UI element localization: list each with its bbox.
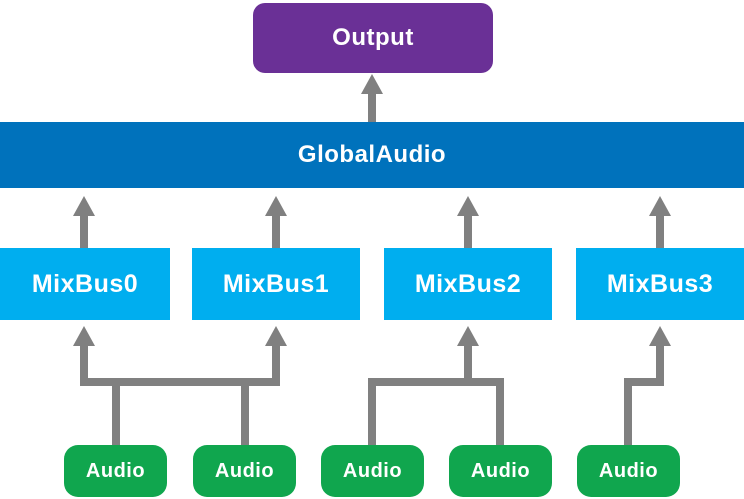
edge-audio4-to-elbow <box>624 386 632 445</box>
mixbus3-node: MixBus3 <box>576 248 744 320</box>
arrowhead-up-icon-mixbus3 <box>649 196 671 216</box>
arrowhead-up-icon-mixbus1 <box>265 196 287 216</box>
edge-trunkA-to-mixbus0 <box>80 344 88 386</box>
edge-mixbus1-to-globalaudio <box>272 214 280 248</box>
elbow-jog-line <box>624 378 664 386</box>
mixbus1-node: MixBus1 <box>192 248 360 320</box>
edge-audio0-to-trunkA <box>112 386 120 445</box>
edge-globalaudio-to-output <box>368 92 376 122</box>
mixbus2-node: MixBus2 <box>384 248 552 320</box>
edge-mixbus2-to-globalaudio <box>464 214 472 248</box>
arrowhead-up-icon-audio4-mixbus3 <box>649 326 671 346</box>
arrowhead-up-icon-trunkA-mixbus1 <box>265 326 287 346</box>
arrowhead-up-icon-trunkB-mixbus2 <box>457 326 479 346</box>
edge-mixbus3-to-globalaudio <box>656 214 664 248</box>
edge-elbow-to-mixbus3 <box>656 344 664 386</box>
mixbus0-node: MixBus0 <box>0 248 170 320</box>
audio4-node: Audio <box>577 445 680 497</box>
audio2-node: Audio <box>321 445 424 497</box>
edge-audio2-to-trunkB <box>368 386 376 445</box>
globalaudio-node: GlobalAudio <box>0 122 744 188</box>
edge-trunkB-to-mixbus2 <box>464 344 472 386</box>
trunkA-bus-line <box>80 378 280 386</box>
edge-audio3-to-trunkB <box>496 386 504 445</box>
arrowhead-up-icon-output <box>361 74 383 94</box>
trunkB-bus-line <box>368 378 504 386</box>
audio3-node: Audio <box>449 445 552 497</box>
output-node: Output <box>253 3 493 73</box>
edge-mixbus0-to-globalaudio <box>80 214 88 248</box>
edge-trunkA-to-mixbus1 <box>272 344 280 386</box>
audio0-node: Audio <box>64 445 167 497</box>
arrowhead-up-icon-trunkA-mixbus0 <box>73 326 95 346</box>
arrowhead-up-icon-mixbus2 <box>457 196 479 216</box>
audio1-node: Audio <box>193 445 296 497</box>
arrowhead-up-icon-mixbus0 <box>73 196 95 216</box>
edge-audio1-to-trunkA <box>241 386 249 445</box>
